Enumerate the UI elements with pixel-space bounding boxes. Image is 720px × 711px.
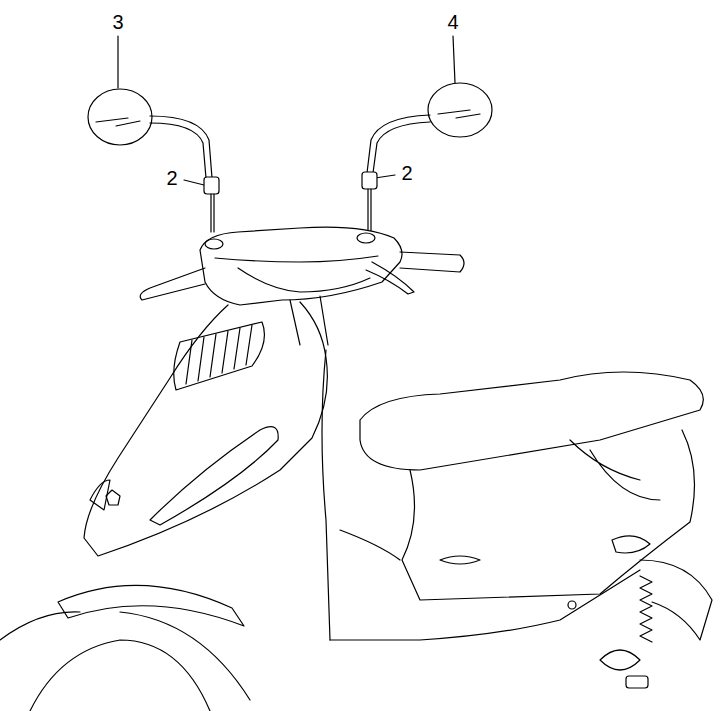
callout-number: 3	[109, 11, 126, 33]
callout-number: 2	[163, 167, 180, 189]
right-mirror	[362, 83, 492, 234]
leader-line	[117, 36, 118, 88]
leader-line	[375, 175, 395, 178]
left-mirror	[88, 89, 219, 232]
leader-line	[453, 36, 455, 83]
front-wheel	[0, 585, 250, 711]
callout-number: 4	[444, 11, 461, 33]
handlebar	[140, 227, 464, 345]
leader-line	[184, 180, 204, 185]
front-shield	[84, 302, 327, 556]
callout-number: 2	[398, 162, 415, 184]
rear-suspension	[600, 560, 712, 688]
